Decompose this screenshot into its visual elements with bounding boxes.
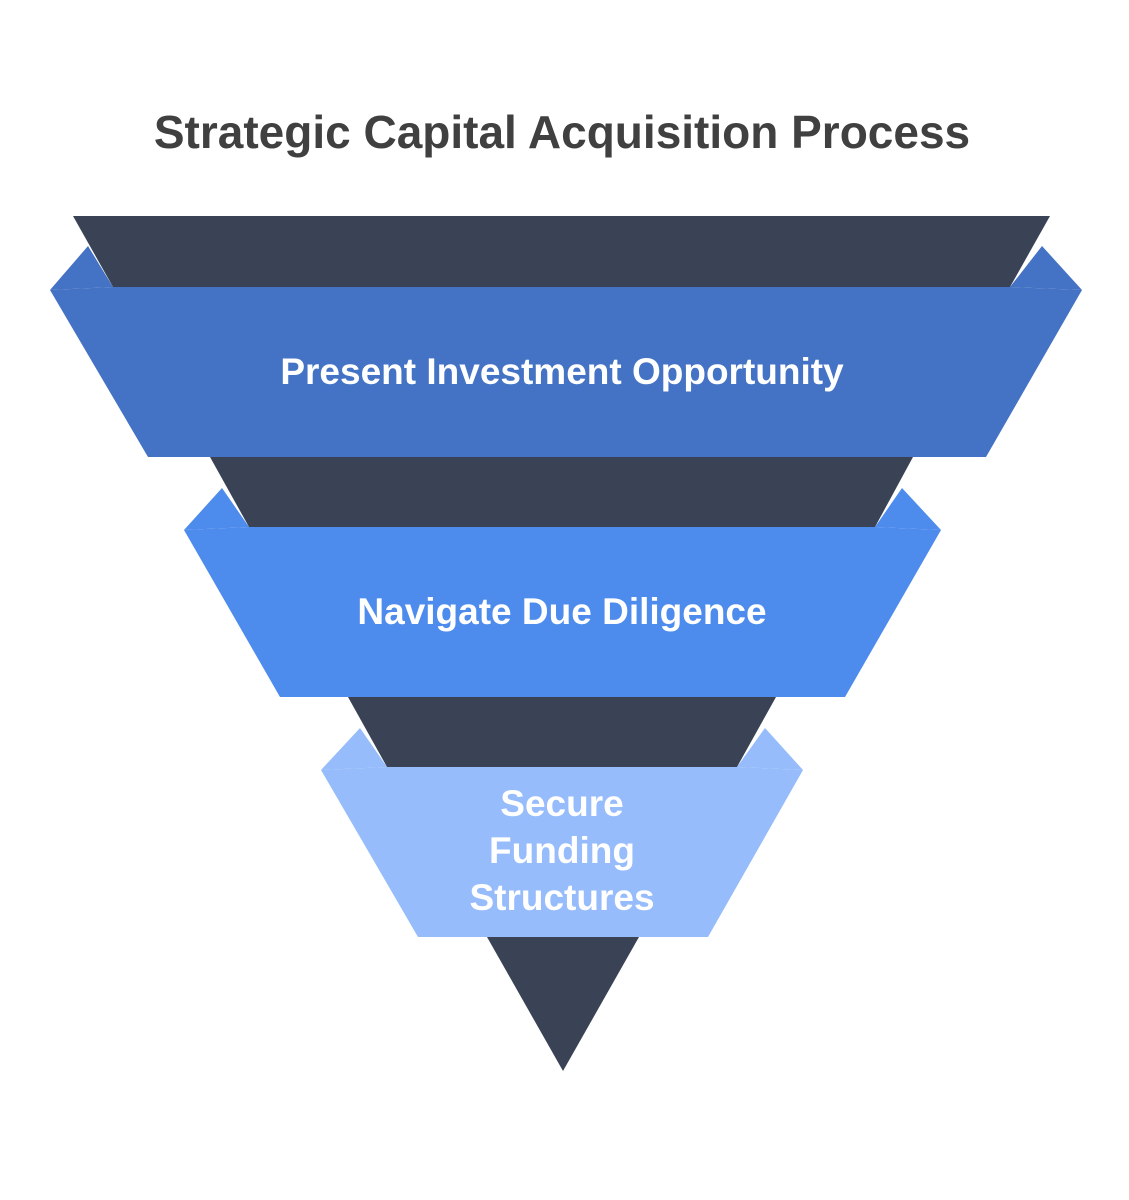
funnel-backdrop-top — [73, 216, 1050, 287]
stage-2-label: Navigate Due Diligence — [357, 591, 766, 632]
stage-2-band — [184, 527, 941, 697]
stage-3-band — [321, 767, 803, 937]
stage-3-right-fold — [737, 728, 803, 770]
funnel-backdrop-lower — [348, 697, 776, 767]
diagram-title: Strategic Capital Acquisition Process — [154, 106, 970, 158]
stage-1-label: Present Investment Opportunity — [280, 351, 844, 392]
stage-label-line: Secure — [500, 783, 623, 824]
stage-label-line: Funding — [489, 830, 635, 871]
stage-1-right-fold — [1010, 246, 1082, 290]
stage-2-left-fold — [184, 488, 249, 530]
funnel-stage-2: Navigate Due Diligence — [184, 488, 941, 697]
stage-3-left-fold — [321, 728, 387, 770]
stage-1-band — [50, 287, 1082, 457]
stage-label-line: Structures — [469, 877, 654, 918]
funnel-stage-1: Present Investment Opportunity — [50, 246, 1082, 457]
stage-1-left-fold — [50, 246, 113, 290]
stage-label-line: Navigate Due Diligence — [357, 591, 766, 632]
funnel-backdrop-middle — [210, 457, 913, 527]
stage-2-right-fold — [875, 488, 941, 530]
funnel-backdrop-tip — [487, 937, 639, 1071]
stage-label-line: Present Investment Opportunity — [280, 351, 844, 392]
